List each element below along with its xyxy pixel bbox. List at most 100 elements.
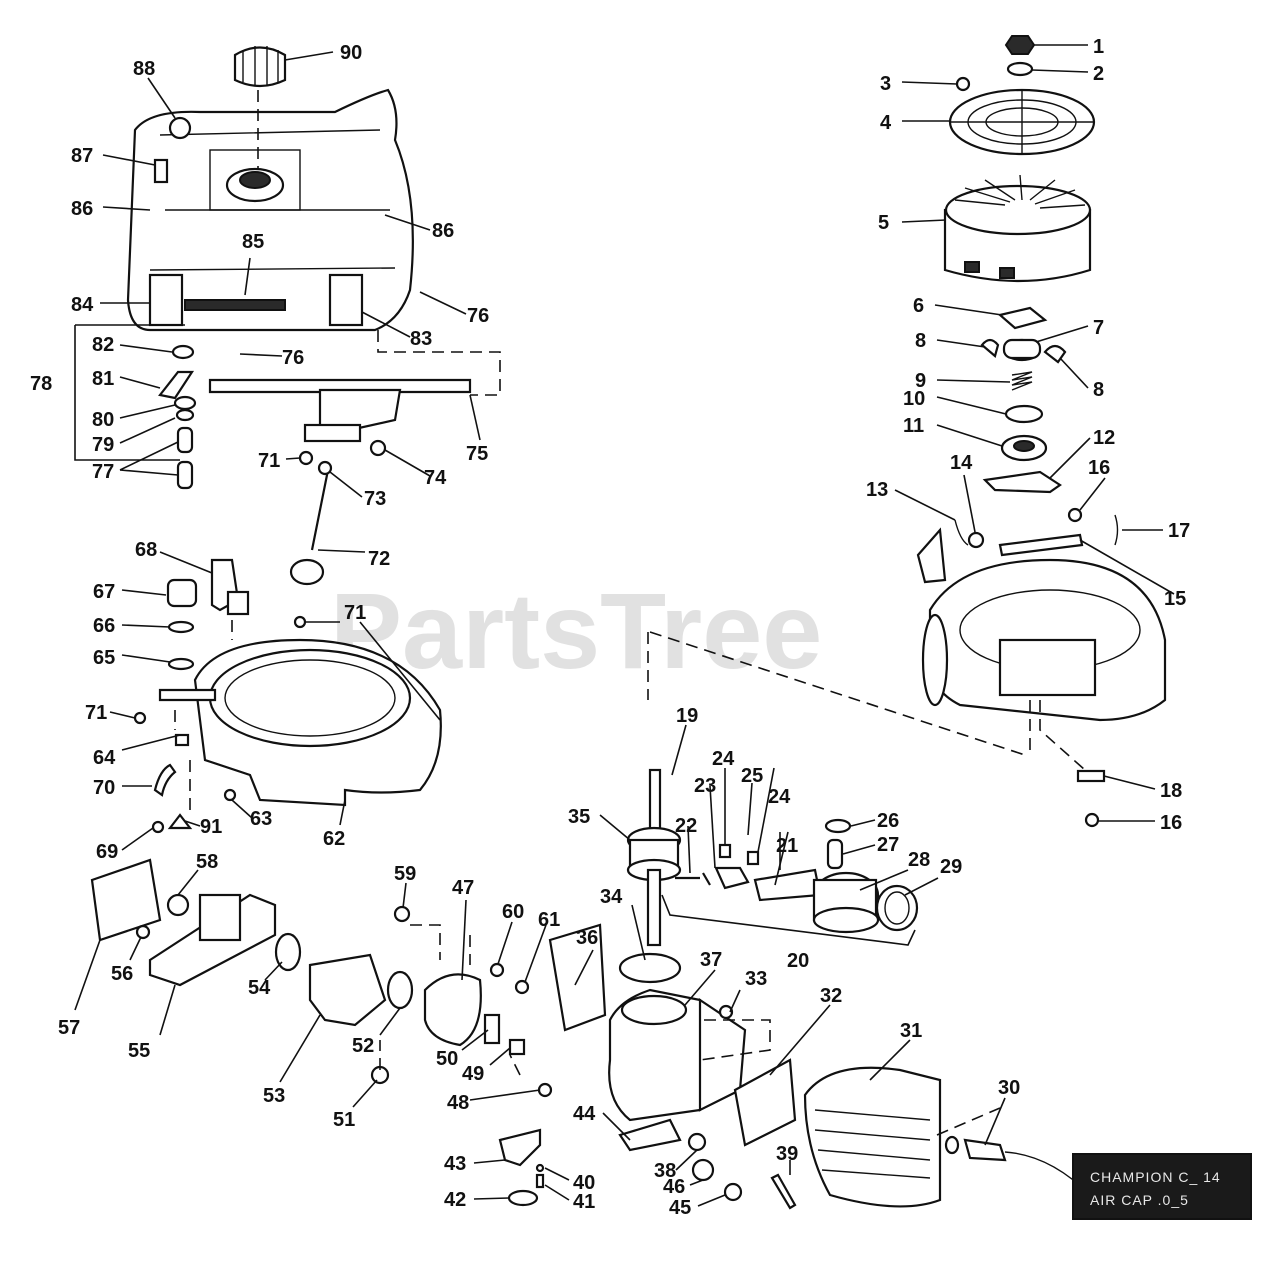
callout-label: 24 [768,786,791,808]
callout-label: 63 [250,808,272,830]
callout-label: 74 [424,467,447,489]
callout-label: 48 [447,1092,469,1114]
callout-label: 82 [92,334,114,356]
partstree-watermark: PartsTree [330,570,822,691]
callout-label: 26 [877,810,899,832]
fuel-tank[interactable] [126,88,414,332]
fuel-cap[interactable] [233,46,287,88]
blower-small-parts[interactable] [133,578,307,834]
callout-label: 56 [111,963,133,985]
leader-lines [74,44,1175,1207]
starter-clutch-parts[interactable] [980,306,1067,462]
crankshaft[interactable] [626,768,682,947]
callout-label: 35 [568,806,590,828]
callout-label: 49 [462,1063,484,1085]
callout-label: 16 [1088,457,1110,479]
callout-label: 24 [712,748,735,770]
callout-label: 60 [502,901,524,923]
callout-label: 7 [1093,317,1104,339]
callout-label: 18 [1160,780,1182,802]
callout-label: 79 [92,434,114,456]
spec-line-2: AIR CAP .0_5 [1090,1192,1189,1208]
callout-label: 85 [242,231,264,253]
starter-screen[interactable] [948,88,1096,156]
fuel-line-parts[interactable] [158,344,197,490]
blower-housing[interactable] [158,638,442,807]
callout-label: 57 [58,1017,80,1039]
callout-label: 37 [700,949,722,971]
engine-base-housing[interactable] [916,527,1167,722]
connecting-rod-parts[interactable] [675,818,919,934]
callout-label: 10 [903,388,925,410]
gaskets[interactable] [548,923,797,1152]
callout-label: 2 [1093,63,1104,85]
throttle-bracket[interactable] [210,558,250,616]
tank-bracket[interactable] [208,378,472,443]
callout-label: 39 [776,1143,798,1165]
callout-label: 11 [903,415,924,437]
callout-label: 62 [323,828,345,850]
air-cleaner-base[interactable] [148,893,277,987]
spark-plug-spec-label: CHAMPION C_ 14 AIR CAP .0_5 [1072,1153,1252,1220]
crankcase-hardware[interactable] [498,1004,797,1210]
callout-label: 83 [410,328,432,350]
callout-label: 8 [1093,379,1104,401]
callout-label: 51 [333,1109,355,1131]
callout-label: 71 [85,702,107,724]
diaphragm-plate[interactable] [423,973,526,1056]
callout-label: 15 [1164,588,1186,610]
callout-label: 88 [133,58,155,80]
callout-label: 86 [432,220,454,242]
callout-label: 70 [93,777,115,799]
starter-hardware[interactable] [955,35,1036,92]
callout-label: 78 [30,373,52,395]
brake-assembly[interactable] [954,470,1119,557]
callout-label: 9 [915,370,926,392]
callout-label: 42 [444,1189,466,1211]
callout-label: 8 [915,330,926,352]
callout-label: 28 [908,849,930,871]
callout-label: 87 [71,145,93,167]
callout-label: 80 [92,409,114,431]
fuel-pickup-filter[interactable] [289,439,387,586]
callout-label: 71 [344,602,366,624]
callout-label: 86 [71,198,93,220]
callout-label: 50 [436,1048,458,1070]
callout-label: 40 [573,1172,595,1194]
air-filter-element[interactable] [90,858,162,942]
callout-label: 81 [92,368,114,390]
callout-label: 69 [96,841,118,863]
callout-label: 5 [878,212,889,234]
callout-label: 30 [998,1077,1020,1099]
carburetor-body[interactable] [308,953,414,1027]
callout-label: 17 [1168,520,1190,542]
callout-label: 67 [93,581,115,603]
callout-label: 71 [258,450,280,472]
spec-line-1: CHAMPION C_ 14 [1090,1169,1221,1185]
callout-label: 21 [776,835,798,857]
callout-numbers: 1 2 3 4 5 6 7 8 8 9 10 11 12 13 14 15 16… [30,36,1190,1219]
callout-label: 1 [1093,36,1104,58]
callout-label: 25 [741,765,763,787]
callout-label: 66 [93,615,115,637]
callout-label: 91 [200,816,222,838]
callout-label: 20 [787,950,809,972]
callout-label: 4 [880,112,892,134]
flywheel[interactable] [943,174,1092,283]
callout-label: 19 [676,705,698,727]
callout-label: 68 [135,539,157,561]
cylinder[interactable] [803,1066,942,1208]
callout-label: 53 [263,1085,285,1107]
callout-label: 64 [93,747,116,769]
callout-label: 43 [444,1153,466,1175]
callout-label: 55 [128,1040,150,1062]
callout-label: 13 [866,479,888,501]
callout-label: 45 [669,1197,691,1219]
callout-label: 41 [573,1191,595,1213]
callout-label: 61 [538,909,560,931]
spark-plug[interactable] [944,1135,1091,1196]
callout-label: 47 [452,877,474,899]
callout-label: 76 [282,347,304,369]
callout-label: 38 [654,1160,676,1182]
